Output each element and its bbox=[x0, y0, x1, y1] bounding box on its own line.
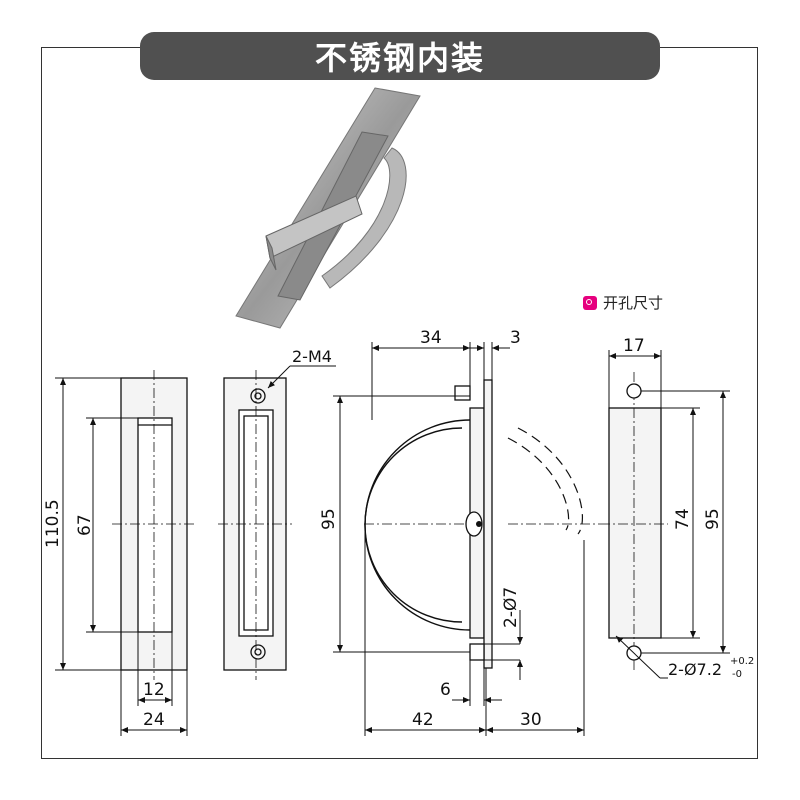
dim-side-swing bbox=[486, 540, 585, 736]
cutout-legend: 开孔尺寸 bbox=[583, 292, 663, 313]
dim-side-stud bbox=[452, 660, 502, 706]
product-photo bbox=[235, 87, 421, 329]
dim-side-plate-thickness bbox=[470, 342, 510, 380]
dim-front-width bbox=[120, 670, 188, 736]
cutout-marker-icon bbox=[583, 295, 597, 310]
dim-thread-leader bbox=[267, 365, 336, 389]
label-front-height: 110.5 bbox=[43, 499, 63, 548]
title-banner: 不锈钢内装 bbox=[140, 32, 660, 80]
label-cutout-tol-plus: +0.2 bbox=[730, 656, 754, 667]
dim-front-height bbox=[55, 377, 121, 671]
label-front-inner-height: 67 bbox=[75, 514, 95, 536]
label-side-depth: 42 bbox=[412, 710, 434, 730]
dim-front-inner-width bbox=[137, 632, 173, 706]
label-front-width: 24 bbox=[143, 710, 165, 730]
label-side-hole: 2-Ø7 bbox=[501, 587, 521, 628]
dim-cutout-height bbox=[661, 407, 700, 639]
cutout-view-outline bbox=[600, 372, 668, 672]
dim-cutout-width bbox=[608, 350, 662, 408]
label-side-plate-thickness: 3 bbox=[510, 328, 521, 348]
page-title: 不锈钢内装 bbox=[314, 39, 485, 77]
label-side-height: 95 bbox=[319, 508, 339, 530]
pivot-point bbox=[476, 521, 482, 527]
dim-side-top-depth bbox=[371, 342, 471, 420]
dim-side-depth bbox=[364, 524, 487, 736]
dim-cutout-pitch bbox=[641, 390, 730, 654]
label-front-inner-width: 12 bbox=[143, 680, 165, 700]
label-cutout-width: 17 bbox=[623, 336, 645, 356]
label-side-swing: 30 bbox=[520, 710, 542, 730]
dim-side-height bbox=[333, 395, 470, 653]
dim-cutout-hole bbox=[615, 635, 668, 679]
label-side-stud: 6 bbox=[440, 680, 451, 700]
label-thread: 2-M4 bbox=[292, 347, 332, 366]
label-cutout-hole: 2-Ø7.2 bbox=[668, 660, 722, 679]
label-side-top-depth: 34 bbox=[420, 328, 442, 348]
legend-label: 开孔尺寸 bbox=[603, 294, 664, 312]
label-cutout-tol-minus: -0 bbox=[732, 669, 742, 680]
label-cutout-pitch: 95 bbox=[703, 508, 723, 530]
dim-front-inner-height bbox=[86, 417, 138, 633]
label-cutout-height: 74 bbox=[673, 508, 693, 530]
front-view-outline bbox=[112, 370, 196, 680]
dim-side-hole bbox=[484, 610, 523, 680]
back-view-outline bbox=[218, 370, 292, 680]
